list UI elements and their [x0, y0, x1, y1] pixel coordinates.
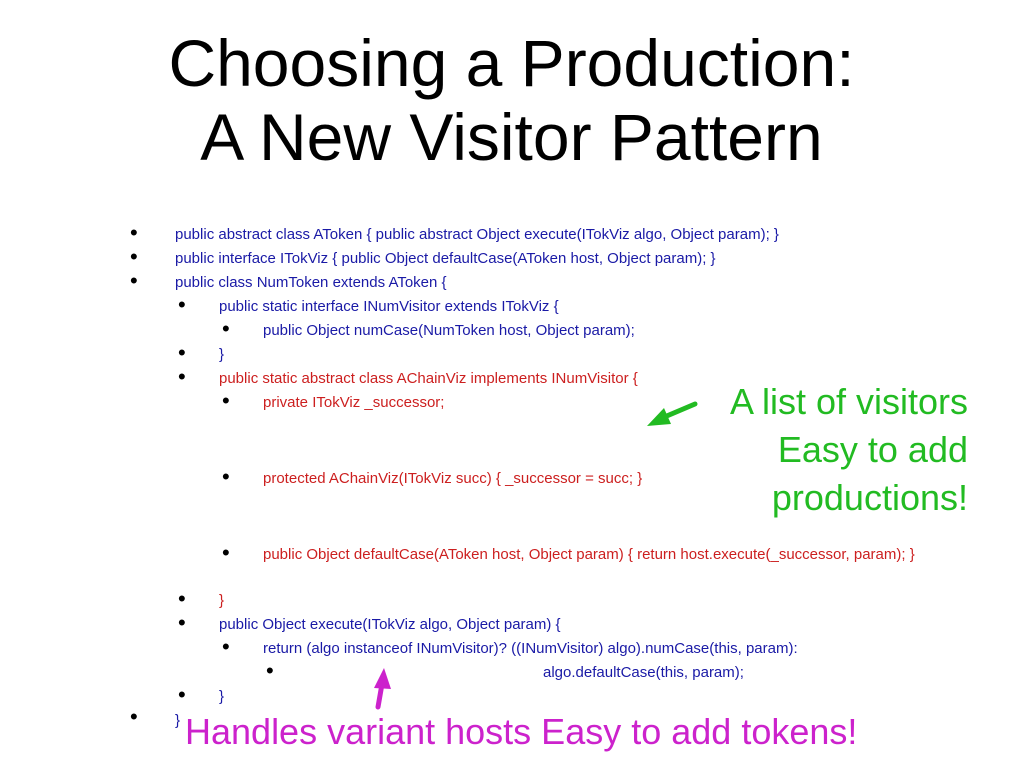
bullet-marker: •: [222, 388, 230, 413]
annotation-productions-line-2: Easy to add: [777, 429, 968, 470]
slide-title-line-1: Choosing a Production:: [168, 26, 855, 100]
bullet-marker: •: [178, 610, 186, 635]
annotation-productions: A list of visitors Easy to add productio…: [638, 378, 968, 522]
bullet-marker: •: [130, 220, 138, 245]
code-line-1: public abstract class AToken { public ab…: [175, 226, 779, 243]
code-line-7: public static abstract class AChainViz i…: [219, 370, 638, 387]
bullet-marker: •: [178, 682, 186, 707]
annotation-productions-line-1: A list of visitors: [729, 381, 968, 422]
code-line-9: protected AChainViz(ITokViz succ) { _suc…: [263, 470, 643, 487]
bullet-marker: •: [178, 586, 186, 611]
code-line-13: return (algo instanceof INumVisitor)? ((…: [263, 640, 798, 657]
bullet-marker: •: [130, 268, 138, 293]
code-line-11: }: [219, 592, 225, 609]
bullet-marker: •: [178, 340, 186, 365]
bullet-marker: •: [130, 244, 138, 269]
code-line-4: public static interface INumVisitor exte…: [219, 298, 559, 315]
slide-title: Choosing a Production: A New Visitor Pat…: [0, 26, 1023, 174]
code-line-10: public Object defaultCase(AToken host, O…: [263, 546, 915, 563]
bullet-marker: •: [222, 634, 230, 659]
slide-title-line-2: A New Visitor Pattern: [200, 100, 823, 174]
code-line-6: }: [219, 346, 225, 363]
code-line-14: algo.defaultCase(this, param);: [543, 664, 744, 681]
bullet-marker: •: [222, 316, 230, 341]
bullet-marker: •: [222, 540, 230, 565]
bullet-marker: •: [266, 658, 274, 683]
bullet-marker: •: [178, 364, 186, 389]
code-line-5: public Object numCase(NumToken host, Obj…: [263, 322, 635, 339]
bullet-marker: •: [130, 704, 138, 729]
code-line-2: public interface ITokViz { public Object…: [175, 250, 716, 267]
bullet-marker: •: [222, 464, 230, 489]
annotation-productions-line-3: productions!: [771, 477, 968, 518]
code-line-8: private ITokViz _successor;: [263, 394, 445, 411]
code-line-15: }: [219, 688, 225, 705]
code-line-3: public class NumToken extends AToken {: [175, 274, 447, 291]
annotation-tokens: Handles variant hosts Easy to add tokens…: [185, 711, 858, 752]
code-line-16: }: [175, 712, 181, 729]
code-line-12: public Object execute(ITokViz algo, Obje…: [219, 616, 561, 633]
bullet-marker: •: [178, 292, 186, 317]
